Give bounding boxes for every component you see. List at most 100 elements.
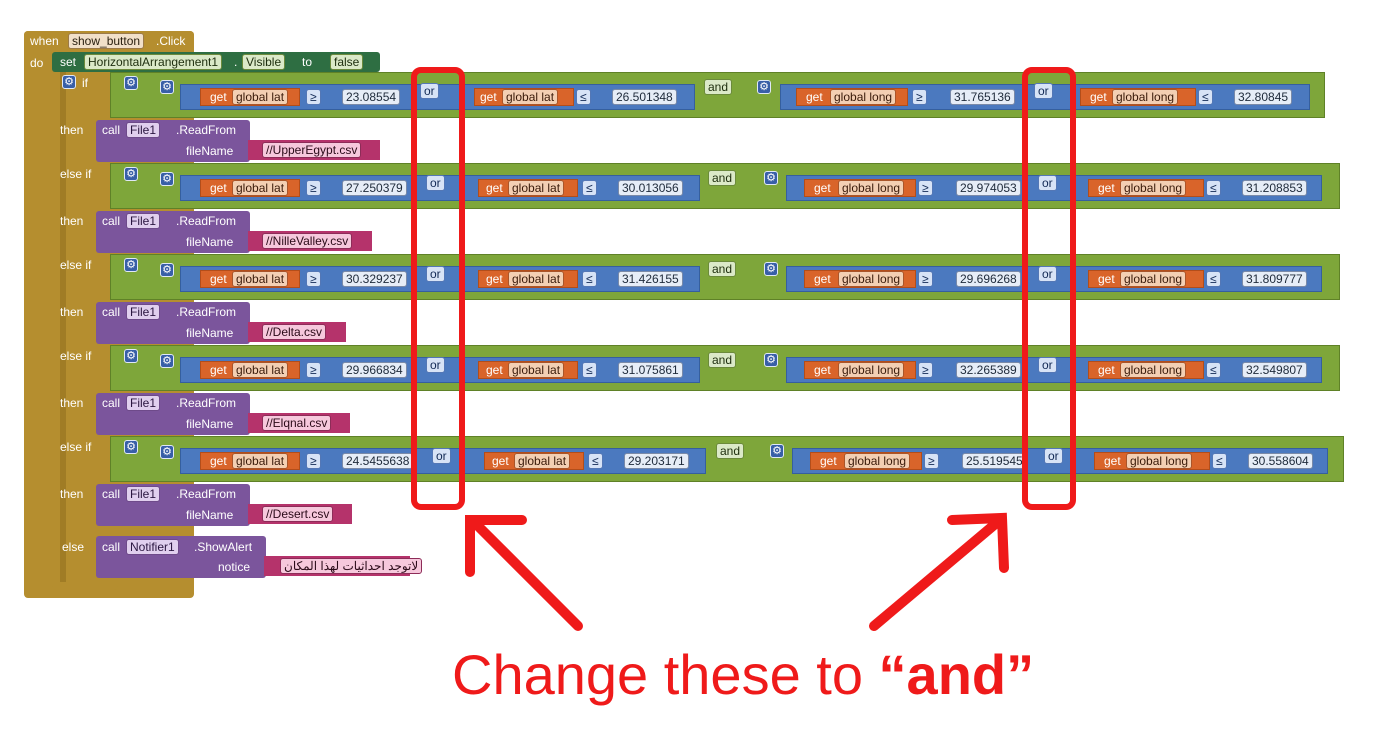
gear-icon[interactable]: ⚙: [124, 440, 138, 454]
property-dropdown-visible[interactable]: Visible: [242, 54, 286, 70]
compare-op-le[interactable]: ≤: [576, 89, 591, 105]
var-dropdown-long[interactable]: global long: [1120, 271, 1187, 287]
call-readfrom-block[interactable]: [96, 211, 250, 253]
var-dropdown-long[interactable]: global long: [1120, 362, 1187, 378]
number-lat-min[interactable]: 27.250379: [342, 180, 407, 196]
gear-icon[interactable]: ⚙: [124, 167, 138, 181]
compare-op-le[interactable]: ≤: [1212, 453, 1227, 469]
string-value[interactable]: //UpperEgypt.csv: [262, 142, 362, 158]
component-dropdown-arrangement[interactable]: HorizontalArrangement1: [84, 54, 223, 70]
component-dropdown-file[interactable]: File1: [126, 395, 161, 411]
gear-icon[interactable]: ⚙: [160, 445, 174, 459]
string-value[interactable]: //Desert.csv: [262, 506, 334, 522]
compare-op-ge[interactable]: ≥: [306, 89, 321, 105]
var-dropdown-long[interactable]: global long: [1120, 180, 1187, 196]
var-dropdown-long[interactable]: global long: [1126, 453, 1193, 469]
call-readfrom-block[interactable]: [96, 484, 250, 526]
var-dropdown-lat[interactable]: global lat: [232, 362, 289, 378]
var-dropdown-lat[interactable]: global lat: [508, 180, 565, 196]
gear-icon[interactable]: ⚙: [160, 354, 174, 368]
compare-op-le[interactable]: ≤: [1206, 362, 1221, 378]
compare-op-le[interactable]: ≤: [1206, 180, 1221, 196]
string-value[interactable]: //Delta.csv: [262, 324, 327, 340]
string-value[interactable]: //Elqnal.csv: [262, 415, 332, 431]
or-dropdown[interactable]: or: [426, 357, 445, 373]
var-dropdown-lat[interactable]: global lat: [232, 271, 289, 287]
gear-icon[interactable]: ⚙: [160, 80, 174, 94]
number-long-max[interactable]: 32.549807: [1242, 362, 1307, 378]
number-long-min[interactable]: 25.519545: [962, 453, 1027, 469]
number-lat-min[interactable]: 30.329237: [342, 271, 407, 287]
and-dropdown[interactable]: and: [716, 443, 745, 459]
gear-icon[interactable]: ⚙: [757, 80, 771, 94]
number-lat-min[interactable]: 24.5455638: [342, 453, 414, 469]
or-dropdown[interactable]: or: [1044, 448, 1063, 464]
compare-op-ge[interactable]: ≥: [918, 180, 933, 196]
number-lat-max[interactable]: 30.013056: [618, 180, 683, 196]
and-dropdown[interactable]: and: [708, 352, 737, 368]
compare-op-le[interactable]: ≤: [582, 271, 597, 287]
number-long-max[interactable]: 32.80845: [1234, 89, 1293, 105]
or-dropdown[interactable]: or: [1034, 83, 1053, 99]
compare-op-ge[interactable]: ≥: [918, 362, 933, 378]
compare-op-le[interactable]: ≤: [582, 180, 597, 196]
number-long-min[interactable]: 29.696268: [956, 271, 1021, 287]
gear-icon[interactable]: ⚙: [160, 172, 174, 186]
component-dropdown-file[interactable]: File1: [126, 122, 161, 138]
compare-op-le[interactable]: ≤: [1206, 271, 1221, 287]
var-dropdown-long[interactable]: global long: [838, 271, 905, 287]
number-long-max[interactable]: 31.208853: [1242, 180, 1307, 196]
component-dropdown-show-button[interactable]: show_button: [68, 33, 145, 49]
component-dropdown-file[interactable]: File1: [126, 304, 161, 320]
call-readfrom-block[interactable]: [96, 120, 250, 162]
number-long-min[interactable]: 32.265389: [956, 362, 1021, 378]
var-dropdown-long[interactable]: global long: [838, 180, 905, 196]
number-lat-min[interactable]: 29.966834: [342, 362, 407, 378]
number-long-max[interactable]: 31.809777: [1242, 271, 1307, 287]
var-dropdown-lat[interactable]: global lat: [232, 180, 289, 196]
compare-op-ge[interactable]: ≥: [918, 271, 933, 287]
number-lat-max[interactable]: 31.426155: [618, 271, 683, 287]
compare-op-ge[interactable]: ≥: [912, 89, 927, 105]
var-dropdown-lat[interactable]: global lat: [232, 89, 289, 105]
compare-op-ge[interactable]: ≥: [306, 362, 321, 378]
and-dropdown[interactable]: and: [704, 79, 733, 95]
number-lat-max[interactable]: 26.501348: [612, 89, 677, 105]
call-readfrom-block[interactable]: [96, 393, 250, 435]
var-dropdown-lat[interactable]: global lat: [508, 362, 565, 378]
gear-icon[interactable]: ⚙: [160, 263, 174, 277]
compare-op-ge[interactable]: ≥: [924, 453, 939, 469]
compare-op-ge[interactable]: ≥: [306, 271, 321, 287]
gear-icon[interactable]: ⚙: [124, 349, 138, 363]
compare-op-le[interactable]: ≤: [1198, 89, 1213, 105]
compare-op-ge[interactable]: ≥: [306, 453, 321, 469]
or-dropdown[interactable]: or: [420, 83, 439, 99]
or-dropdown[interactable]: or: [432, 448, 451, 464]
var-dropdown-lat[interactable]: global lat: [508, 271, 565, 287]
string-value-arabic[interactable]: لاتوجد احداثيات لهذا المكان: [280, 558, 423, 574]
or-dropdown[interactable]: or: [1038, 266, 1057, 282]
string-value[interactable]: //NilleValley.csv: [262, 233, 353, 249]
and-dropdown[interactable]: and: [708, 170, 737, 186]
call-readfrom-block[interactable]: [96, 302, 250, 344]
compare-op-le[interactable]: ≤: [588, 453, 603, 469]
or-dropdown[interactable]: or: [1038, 357, 1057, 373]
number-lat-max[interactable]: 29.203171: [624, 453, 689, 469]
number-long-min[interactable]: 31.765136: [950, 89, 1015, 105]
number-long-max[interactable]: 30.558604: [1248, 453, 1313, 469]
compare-op-le[interactable]: ≤: [582, 362, 597, 378]
var-dropdown-lat[interactable]: global lat: [232, 453, 289, 469]
call-showalert-block[interactable]: [96, 536, 266, 578]
var-dropdown-lat[interactable]: global lat: [502, 89, 559, 105]
gear-icon[interactable]: ⚙: [770, 444, 784, 458]
gear-icon[interactable]: ⚙: [764, 262, 778, 276]
or-dropdown[interactable]: or: [426, 175, 445, 191]
or-dropdown[interactable]: or: [1038, 175, 1057, 191]
var-dropdown-long[interactable]: global long: [830, 89, 897, 105]
var-dropdown-long[interactable]: global long: [1112, 89, 1179, 105]
false-dropdown[interactable]: false: [330, 54, 364, 70]
and-dropdown[interactable]: and: [708, 261, 737, 277]
component-dropdown-notifier[interactable]: Notifier1: [126, 539, 179, 555]
gear-icon[interactable]: ⚙: [124, 76, 138, 90]
number-lat-min[interactable]: 23.08554: [342, 89, 401, 105]
